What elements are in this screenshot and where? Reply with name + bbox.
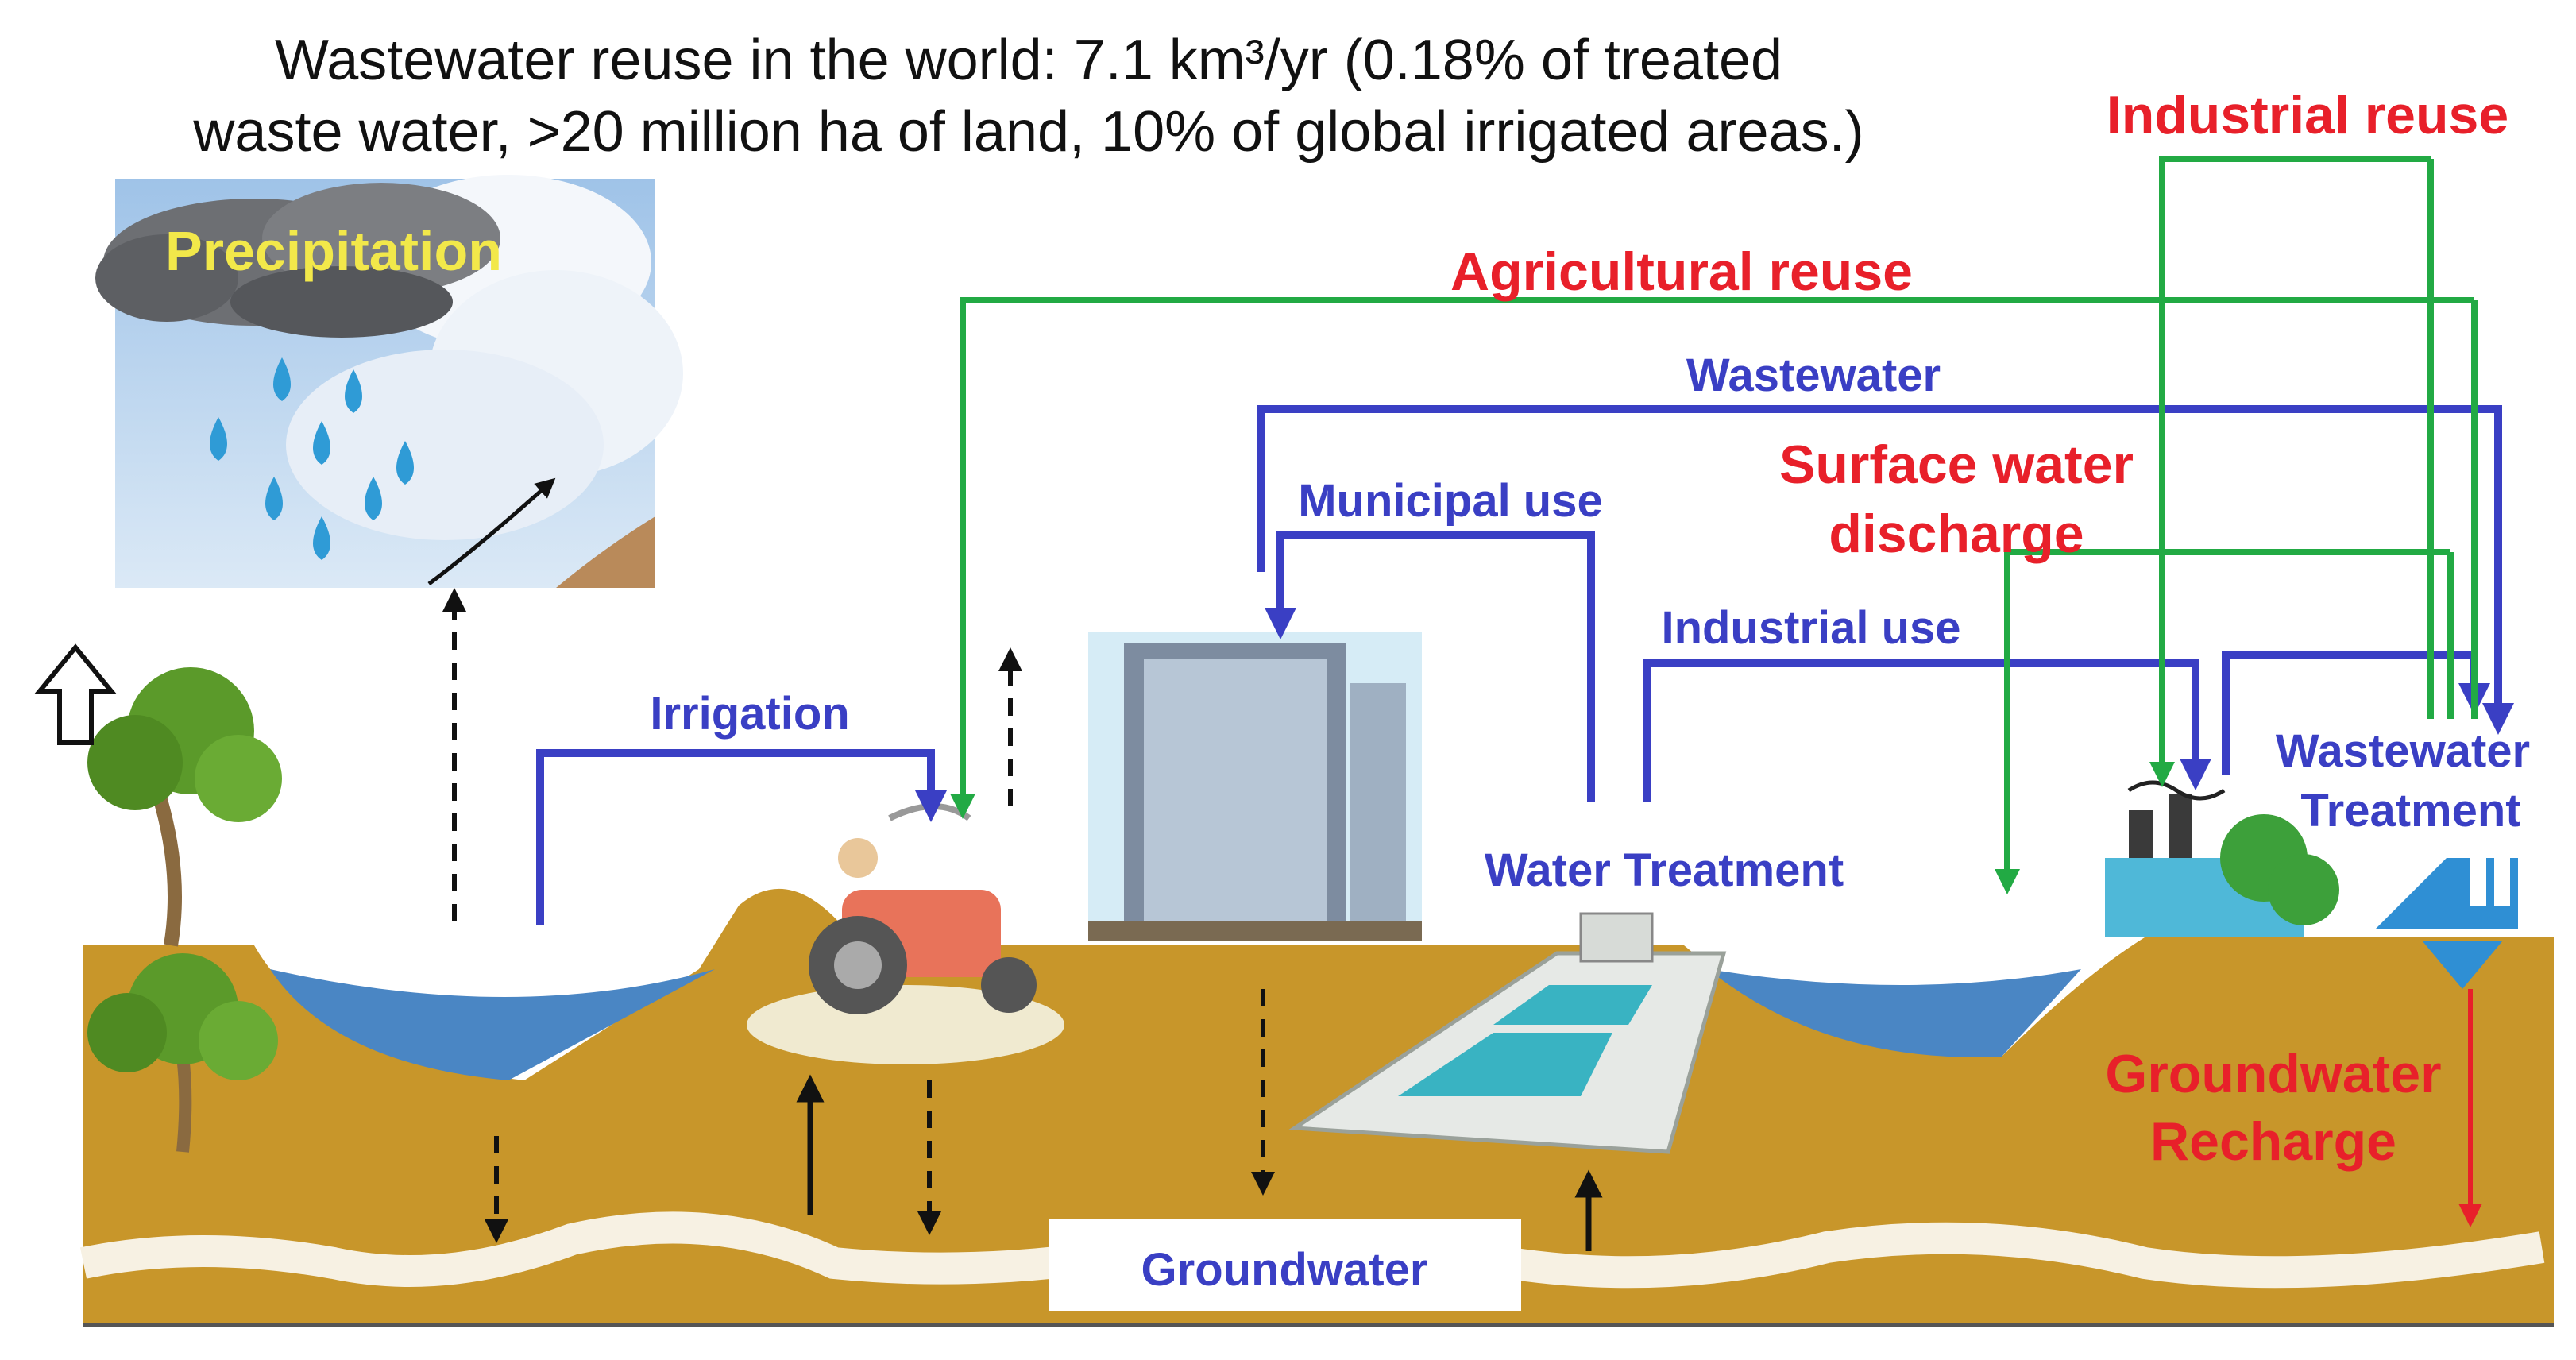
raindrops bbox=[210, 357, 414, 560]
irrigation-label: Irrigation bbox=[650, 688, 849, 740]
wastewater-treatment-label-1: Wastewater bbox=[2276, 725, 2530, 777]
industrial-use-flow bbox=[1643, 659, 2211, 802]
wastewater-treatment-label-2: Treatment bbox=[2300, 785, 2520, 836]
wastewater-flow bbox=[1257, 405, 2514, 735]
water-treatment-plant-icon bbox=[1288, 912, 1727, 1154]
agricultural-reuse-flow bbox=[950, 297, 2474, 819]
reuse-flow-lines bbox=[950, 156, 2478, 894]
precipitation-label: Precipitation bbox=[165, 220, 502, 282]
building-icon bbox=[1088, 632, 1422, 941]
industrial-use-label: Industrial use bbox=[1661, 602, 1960, 654]
solid-flux-arrows bbox=[796, 1074, 1603, 1251]
title-line-1: Wastewater reuse in the world: 7.1 km³/y… bbox=[275, 29, 1782, 92]
dashed-flux-arrows bbox=[442, 588, 1275, 1243]
groundwater-recharge-label-2: Recharge bbox=[2150, 1111, 2396, 1172]
municipal-use-flow bbox=[1265, 531, 1595, 802]
water-treatment-label: Water Treatment bbox=[1485, 844, 1844, 896]
industrial-reuse-label: Industrial reuse bbox=[2107, 85, 2508, 145]
wastewater-label: Wastewater bbox=[1686, 350, 1941, 401]
agricultural-reuse-label: Agricultural reuse bbox=[1450, 241, 1913, 302]
groundwater-label-box bbox=[1049, 1219, 1521, 1311]
tree-icons bbox=[87, 667, 282, 1153]
groundwater-recharge-label-1: Groundwater bbox=[2105, 1044, 2441, 1104]
surface-water-discharge-label-1: Surface water bbox=[1779, 435, 2134, 495]
surface-water-discharge-flow bbox=[1995, 549, 2450, 894]
title-line-2: waste water, >20 million ha of land, 10%… bbox=[192, 100, 1863, 164]
wastewater-treatment-plant-icon bbox=[2105, 780, 2518, 989]
municipal-use-label: Municipal use bbox=[1298, 475, 1603, 527]
irrigation-flow bbox=[536, 749, 947, 925]
evaporation-up-icon bbox=[34, 643, 117, 745]
precipitation-panel: Precipitation bbox=[95, 175, 683, 588]
industrial-reuse-flow bbox=[2149, 156, 2431, 787]
surface-water-discharge-label-2: discharge bbox=[1829, 504, 2084, 564]
tractor-field-icon bbox=[747, 803, 1064, 1064]
groundwater-label: Groundwater bbox=[1141, 1244, 1428, 1296]
